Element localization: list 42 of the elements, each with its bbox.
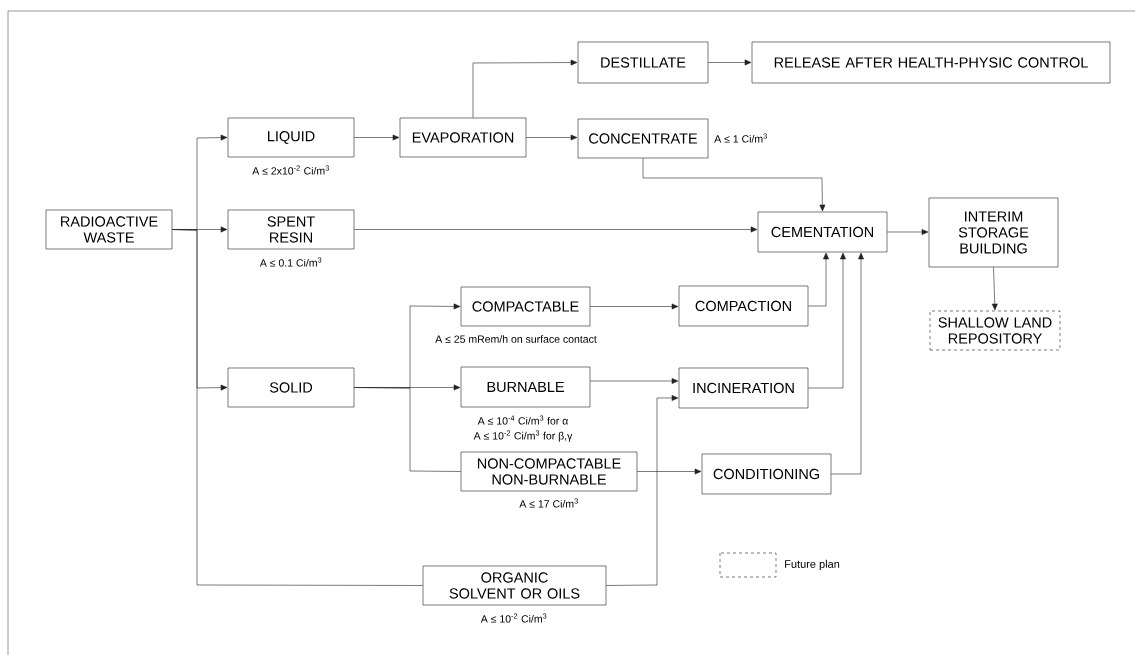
process-box: SPENT RESIN (227, 209, 355, 250)
activity-limit: A ≤ 10$^{-4}$ Ci/m$^{3}$ for α (477, 415, 568, 425)
activity-limit: A ≤ 25 mRem/h on surface contact (435, 335, 597, 343)
process-box: COMPACTABLE (460, 286, 591, 327)
activity-limit: A ≤ 10$^{-2}$ Ci/m$^{3}$ (480, 613, 547, 623)
activity-limit: A ≤ 17 Ci/m$^{3}$ (519, 498, 578, 508)
arrow (606, 395, 679, 586)
legend-label: Future plan (785, 559, 840, 571)
arrow (354, 226, 758, 233)
process-box: LIQUID (227, 117, 355, 158)
process-box: SHALLOW LAND REPOSITORY (929, 310, 1061, 351)
process-box: ORGANIC SOLVENT OR OILS (422, 565, 607, 606)
process-box: CONCENTRATE (577, 118, 709, 159)
arrow (354, 134, 400, 141)
arrow (642, 158, 826, 212)
activity-limit: A ≤ 2x10$^{-2}$ Ci/m$^{3}$ (252, 165, 329, 175)
process-box: DESTILLATE (577, 41, 709, 84)
arrow (808, 252, 846, 389)
process-box: COMPACTION (678, 285, 809, 327)
activity-limit: A ≤ 10$^{-2}$ Ci/m$^{3}$ for β,γ (473, 430, 573, 442)
arrow (526, 134, 578, 141)
arrow (708, 59, 752, 66)
arrow (808, 252, 829, 307)
process-box: CEMENTATION (757, 211, 888, 253)
process-box: INCINERATION (678, 367, 809, 409)
arrow (831, 252, 864, 475)
process-box: NON-COMPACTABLE NON-BURNABLE (460, 451, 638, 492)
arrow (472, 59, 578, 118)
arrow (991, 267, 998, 311)
process-box: EVAPORATION (399, 117, 527, 158)
process-box: BURNABLE (460, 366, 591, 408)
process-box: SOLID (227, 367, 355, 408)
process-box: RELEASE AFTER HEALTH-PHYSIC CONTROL (751, 41, 1111, 84)
process-box: CONDITIONING (701, 453, 832, 495)
process-box: INTERIM STORAGE BUILDING (928, 197, 1059, 268)
arrow (590, 303, 679, 310)
arrow (590, 378, 679, 384)
process-box: RADIOACTIVE WASTE (45, 209, 173, 250)
activity-limit: A ≤ 0.1 Ci/m$^{3}$ (259, 257, 322, 267)
arrow (637, 468, 702, 475)
activity-limit: A ≤ 1 Ci/m$^{3}$ (714, 133, 767, 143)
arrow (887, 229, 929, 235)
